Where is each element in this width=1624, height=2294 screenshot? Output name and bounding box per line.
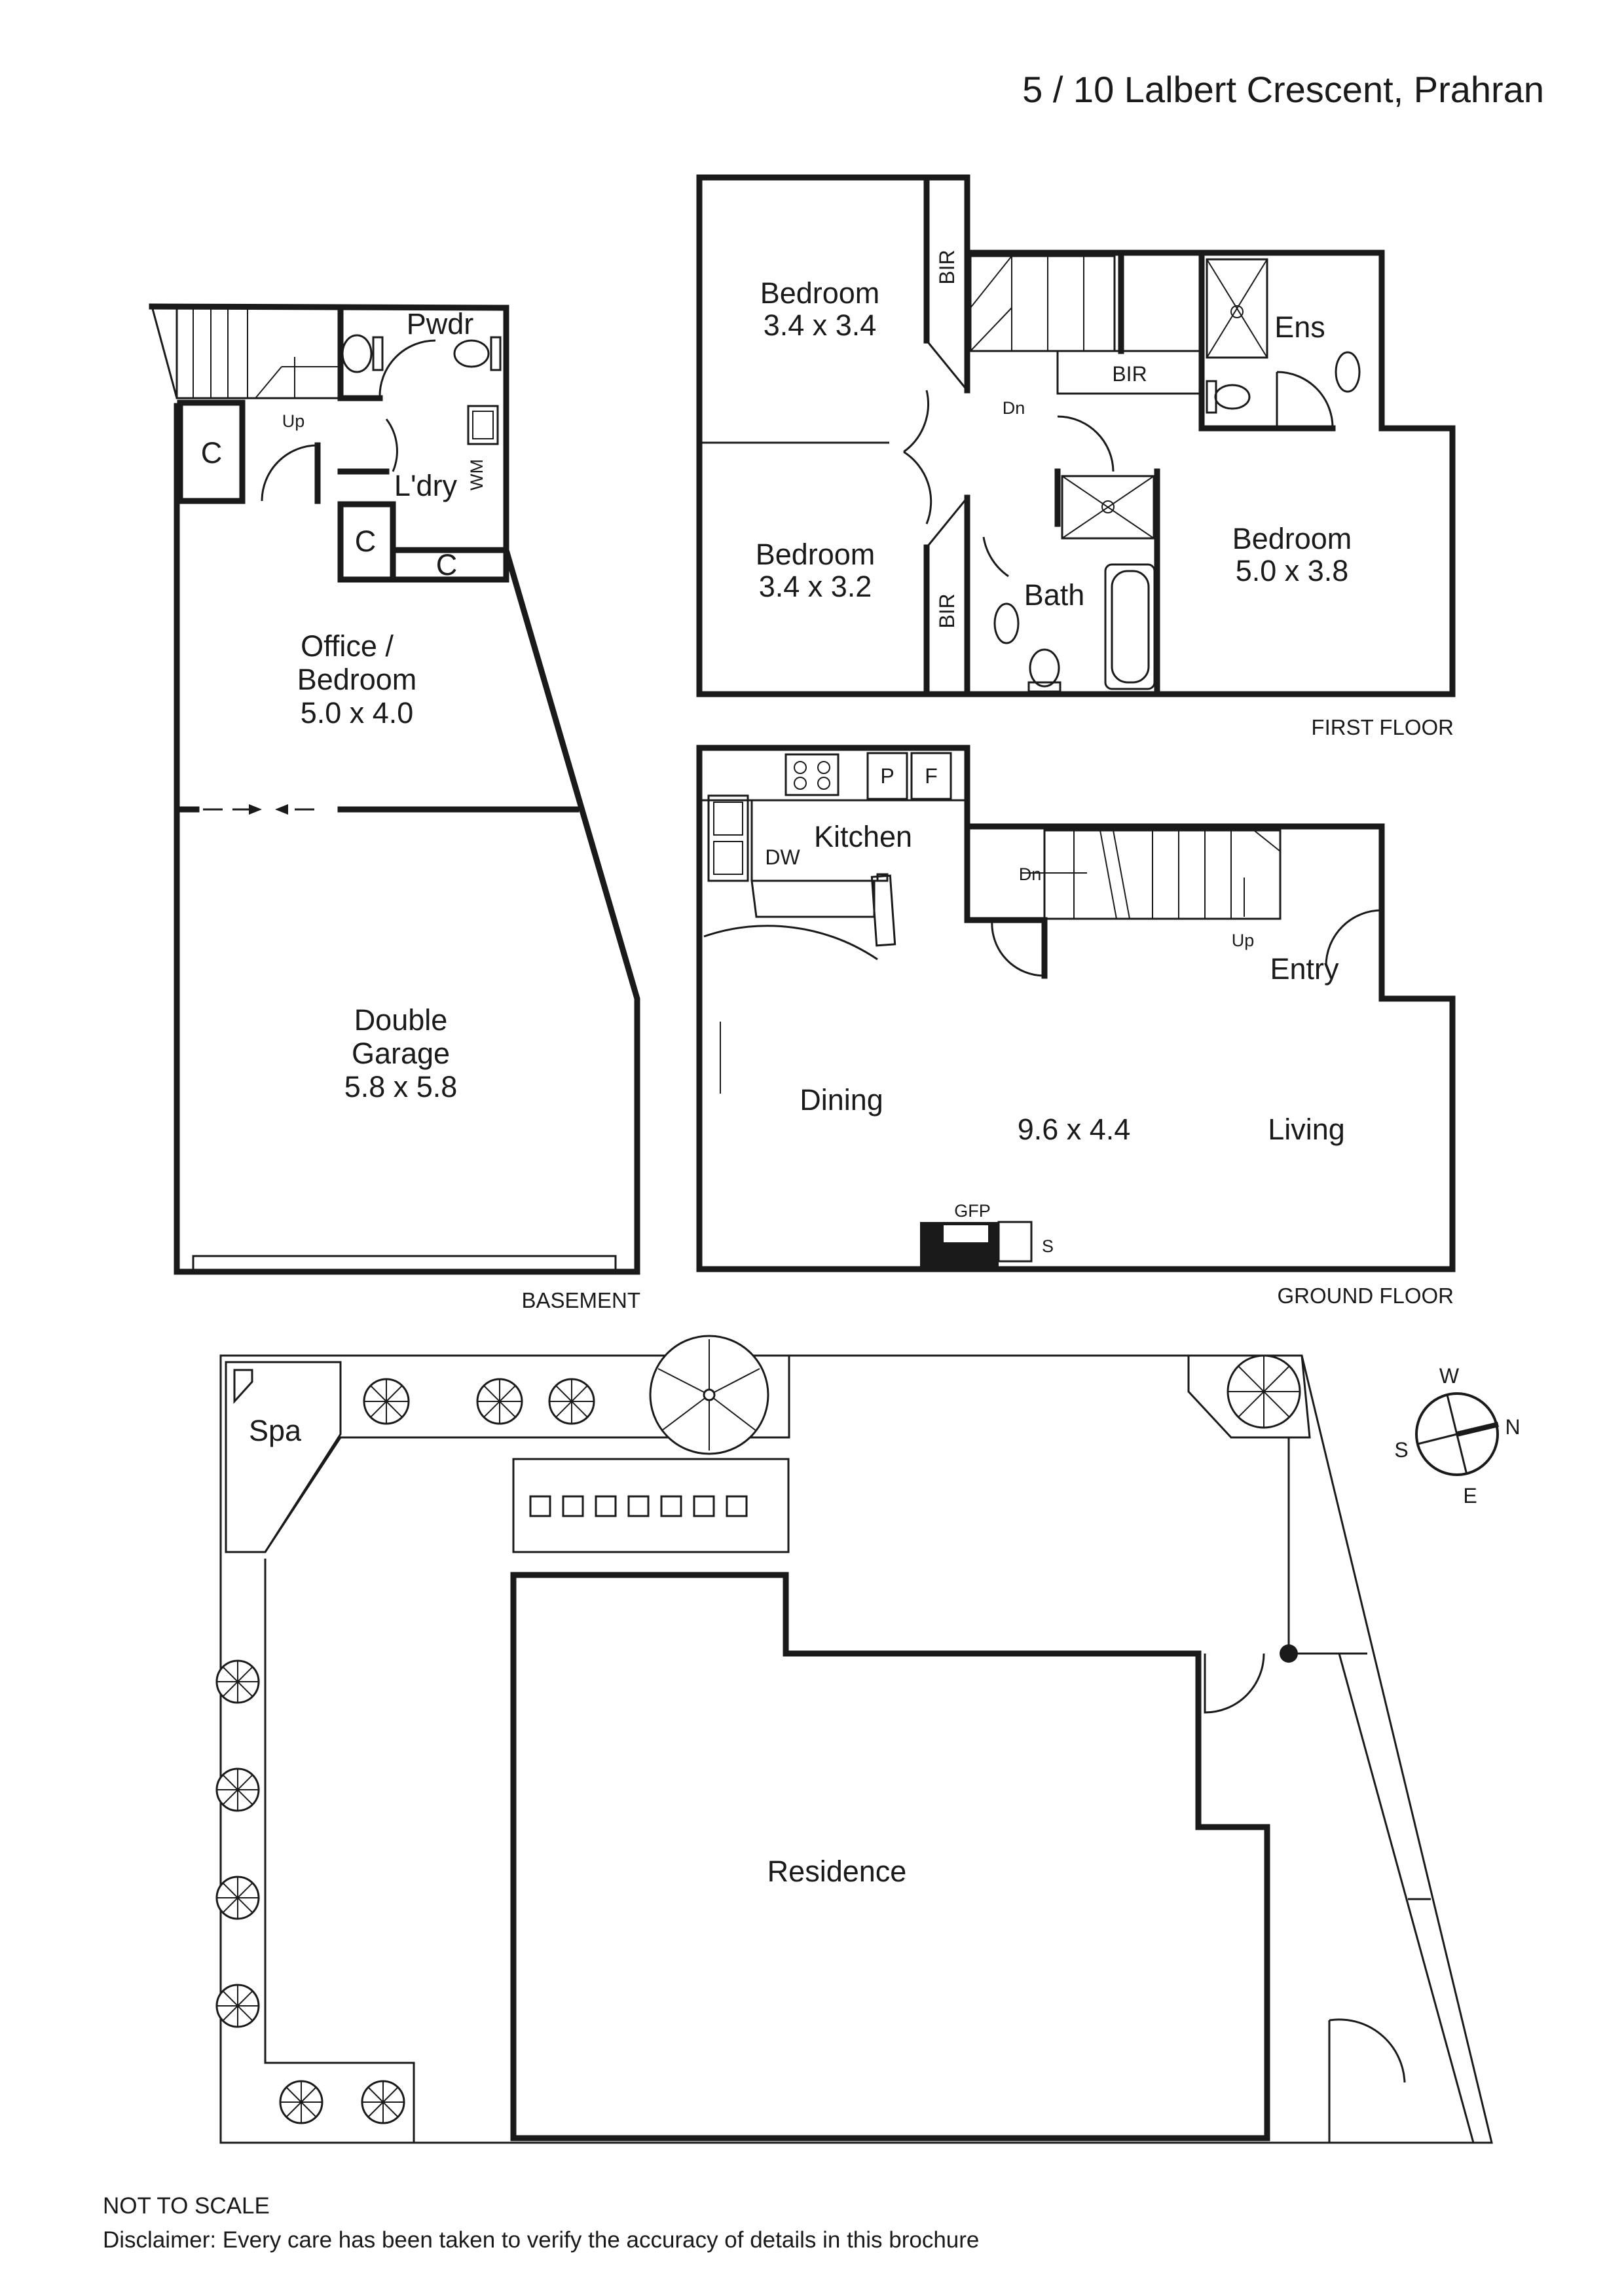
bedroom-1-label: Bedroom <box>760 276 880 310</box>
ground-up-label: Up <box>1232 931 1255 950</box>
tree-icon-6 <box>215 1767 260 1812</box>
compass-e: E <box>1463 1484 1477 1508</box>
garage-size: 5.8 x 5.8 <box>344 1070 458 1103</box>
ground-floor-plan <box>696 745 1456 1272</box>
bedroom-3-size: 5.0 x 3.8 <box>1236 554 1349 587</box>
tree-icon-7 <box>215 1876 260 1920</box>
scale-note: NOT TO SCALE <box>103 2193 270 2219</box>
ensuite-label: Ens <box>1274 310 1325 344</box>
address-title: 5 / 10 Lalbert Crescent, Prahran <box>1022 69 1544 110</box>
washing-machine-label: WM <box>467 459 487 490</box>
bir-label-3: BIR <box>1112 362 1147 386</box>
ground-floor-label: GROUND FLOOR <box>1277 1284 1454 1308</box>
basement-label: BASEMENT <box>521 1288 640 1312</box>
bir-label-2: BIR <box>935 593 959 628</box>
first-floor-dn-label: Dn <box>1003 398 1025 418</box>
tree-icon-9 <box>279 2080 323 2124</box>
living-dining-size: 9.6 x 4.4 <box>1018 1113 1131 1146</box>
tree-large-icon <box>649 1335 769 1455</box>
spa-label: Spa <box>249 1414 302 1447</box>
first-floor-label: FIRST FLOOR <box>1311 715 1454 739</box>
basement-up-label: Up <box>282 411 305 431</box>
laundry-label: L'dry <box>394 469 458 502</box>
cupboard-label-3: C <box>436 548 458 582</box>
dining-label: Dining <box>800 1083 883 1117</box>
tree-icon-10 <box>361 2080 405 2124</box>
bedroom-1-size: 3.4 x 3.4 <box>764 308 877 342</box>
kitchen-label: Kitchen <box>814 820 912 853</box>
tree-icon-4 <box>1227 1354 1301 1429</box>
compass-w: W <box>1439 1364 1460 1388</box>
garage-label-line1: Double <box>354 1003 448 1037</box>
powder-room-label: Pwdr <box>407 307 474 341</box>
s-label: S <box>1042 1236 1054 1256</box>
tree-icon-5 <box>215 1659 260 1704</box>
pantry-label: P <box>880 764 894 788</box>
cupboard-label-2: C <box>355 525 377 558</box>
bedroom-2-label: Bedroom <box>756 538 876 571</box>
tree-icon-2 <box>476 1378 523 1425</box>
bedroom-3-label: Bedroom <box>1232 522 1352 555</box>
dishwasher-label: DW <box>765 845 800 869</box>
office-label-line2: Bedroom <box>297 663 417 696</box>
gfp-label: GFP <box>954 1201 991 1221</box>
residence-label: Residence <box>767 1855 907 1888</box>
compass-n: N <box>1505 1415 1520 1439</box>
site-plan <box>219 1354 1493 2144</box>
bedroom-2-size: 3.4 x 3.2 <box>759 570 872 603</box>
tree-icon-1 <box>363 1378 410 1425</box>
entry-label: Entry <box>1270 952 1339 986</box>
tree-icon-3 <box>548 1378 595 1425</box>
disclaimer: Disclaimer: Every care has been taken to… <box>103 2227 979 2253</box>
office-size: 5.0 x 4.0 <box>301 696 414 730</box>
tree-icon-8 <box>215 1984 260 2028</box>
fridge-label: F <box>925 764 938 788</box>
garage-label-line2: Garage <box>352 1037 450 1070</box>
ground-dn-label: Dn <box>1019 864 1042 884</box>
compass-s: S <box>1394 1438 1408 1462</box>
living-label: Living <box>1268 1113 1345 1146</box>
basement-plan <box>149 303 640 1275</box>
first-floor-plan <box>696 174 1456 697</box>
bath-label: Bath <box>1024 578 1085 612</box>
cupboard-label-1: C <box>201 436 223 470</box>
compass-icon <box>1415 1392 1499 1476</box>
bir-label-1: BIR <box>935 250 959 284</box>
office-label-line1: Office / <box>301 629 394 663</box>
